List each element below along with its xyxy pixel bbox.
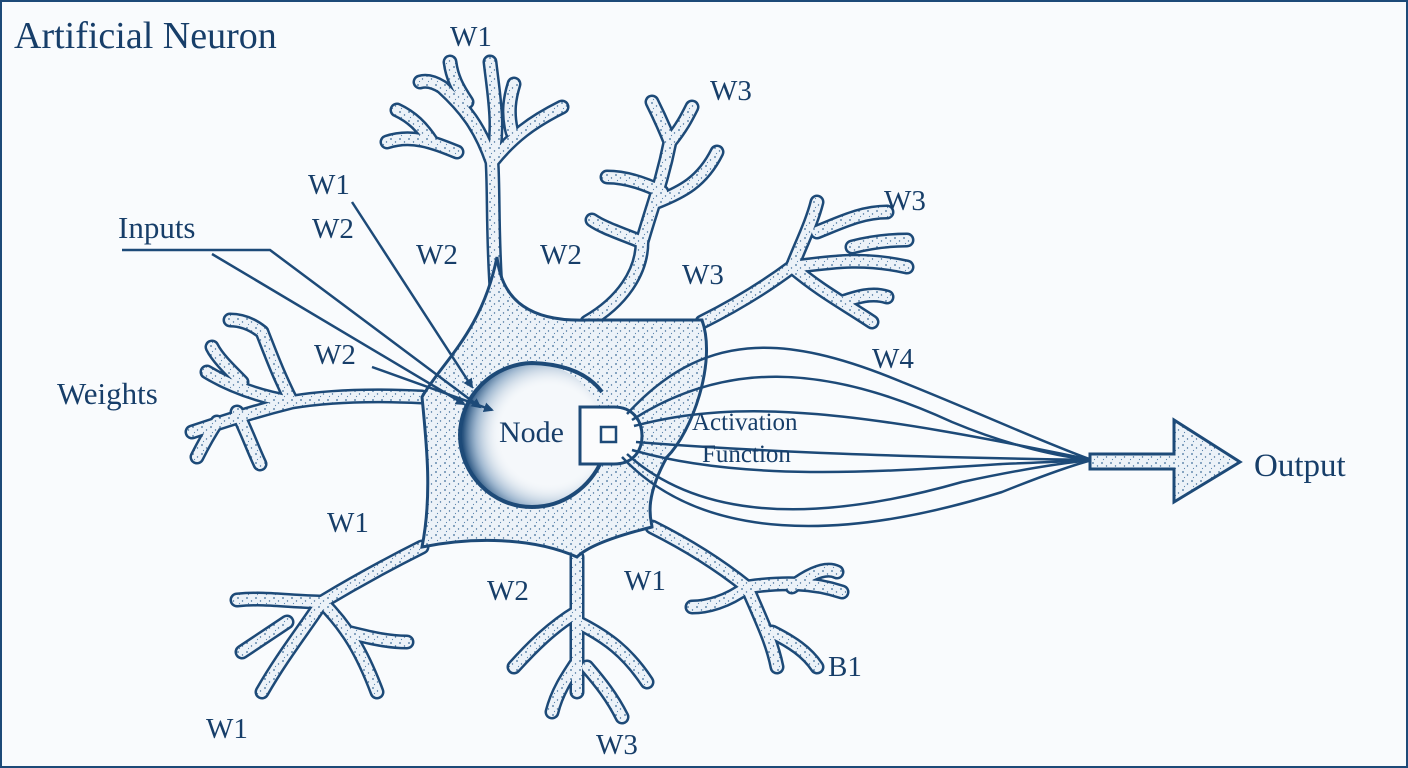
weight-label: W1 — [450, 21, 492, 53]
node-label: Node — [499, 416, 564, 449]
weight-label: W3 — [596, 729, 638, 761]
weight-label: W1 — [327, 507, 369, 539]
weight-label: W1 — [308, 169, 350, 201]
output-label: Output — [1254, 448, 1346, 484]
activation-label-line2: Function — [702, 441, 791, 468]
input-arrows — [122, 201, 494, 413]
output-curves — [621, 346, 1093, 528]
weight-label: W3 — [710, 75, 752, 107]
weight-label: W1 — [206, 713, 248, 745]
weight-label: W2 — [416, 239, 458, 271]
weight-label: W2 — [314, 339, 356, 371]
output-arrow — [1088, 417, 1243, 505]
weight-label: W2 — [540, 239, 582, 271]
weight-label: W3 — [682, 259, 724, 291]
diagram-title: Artificial Neuron — [14, 15, 277, 57]
inputs-label: Inputs — [118, 210, 196, 245]
dendrite-branches — [184, 54, 915, 725]
nucleus — [457, 360, 604, 510]
activation-box — [578, 405, 644, 466]
weight-label: W2 — [312, 213, 354, 245]
weight-label: W2 — [487, 575, 529, 607]
weight-labels: W1 W3 W3 W1 W2 W2 W2 W3 W2 W4 W1 W2 W1 B… — [206, 21, 926, 761]
weight-label: B1 — [828, 651, 862, 683]
activation-label-line1: Activation — [692, 409, 798, 436]
weight-label: W3 — [884, 185, 926, 217]
weight-label: W4 — [872, 343, 914, 375]
weight-label: W1 — [624, 565, 666, 597]
weights-label: Weights — [57, 376, 158, 411]
